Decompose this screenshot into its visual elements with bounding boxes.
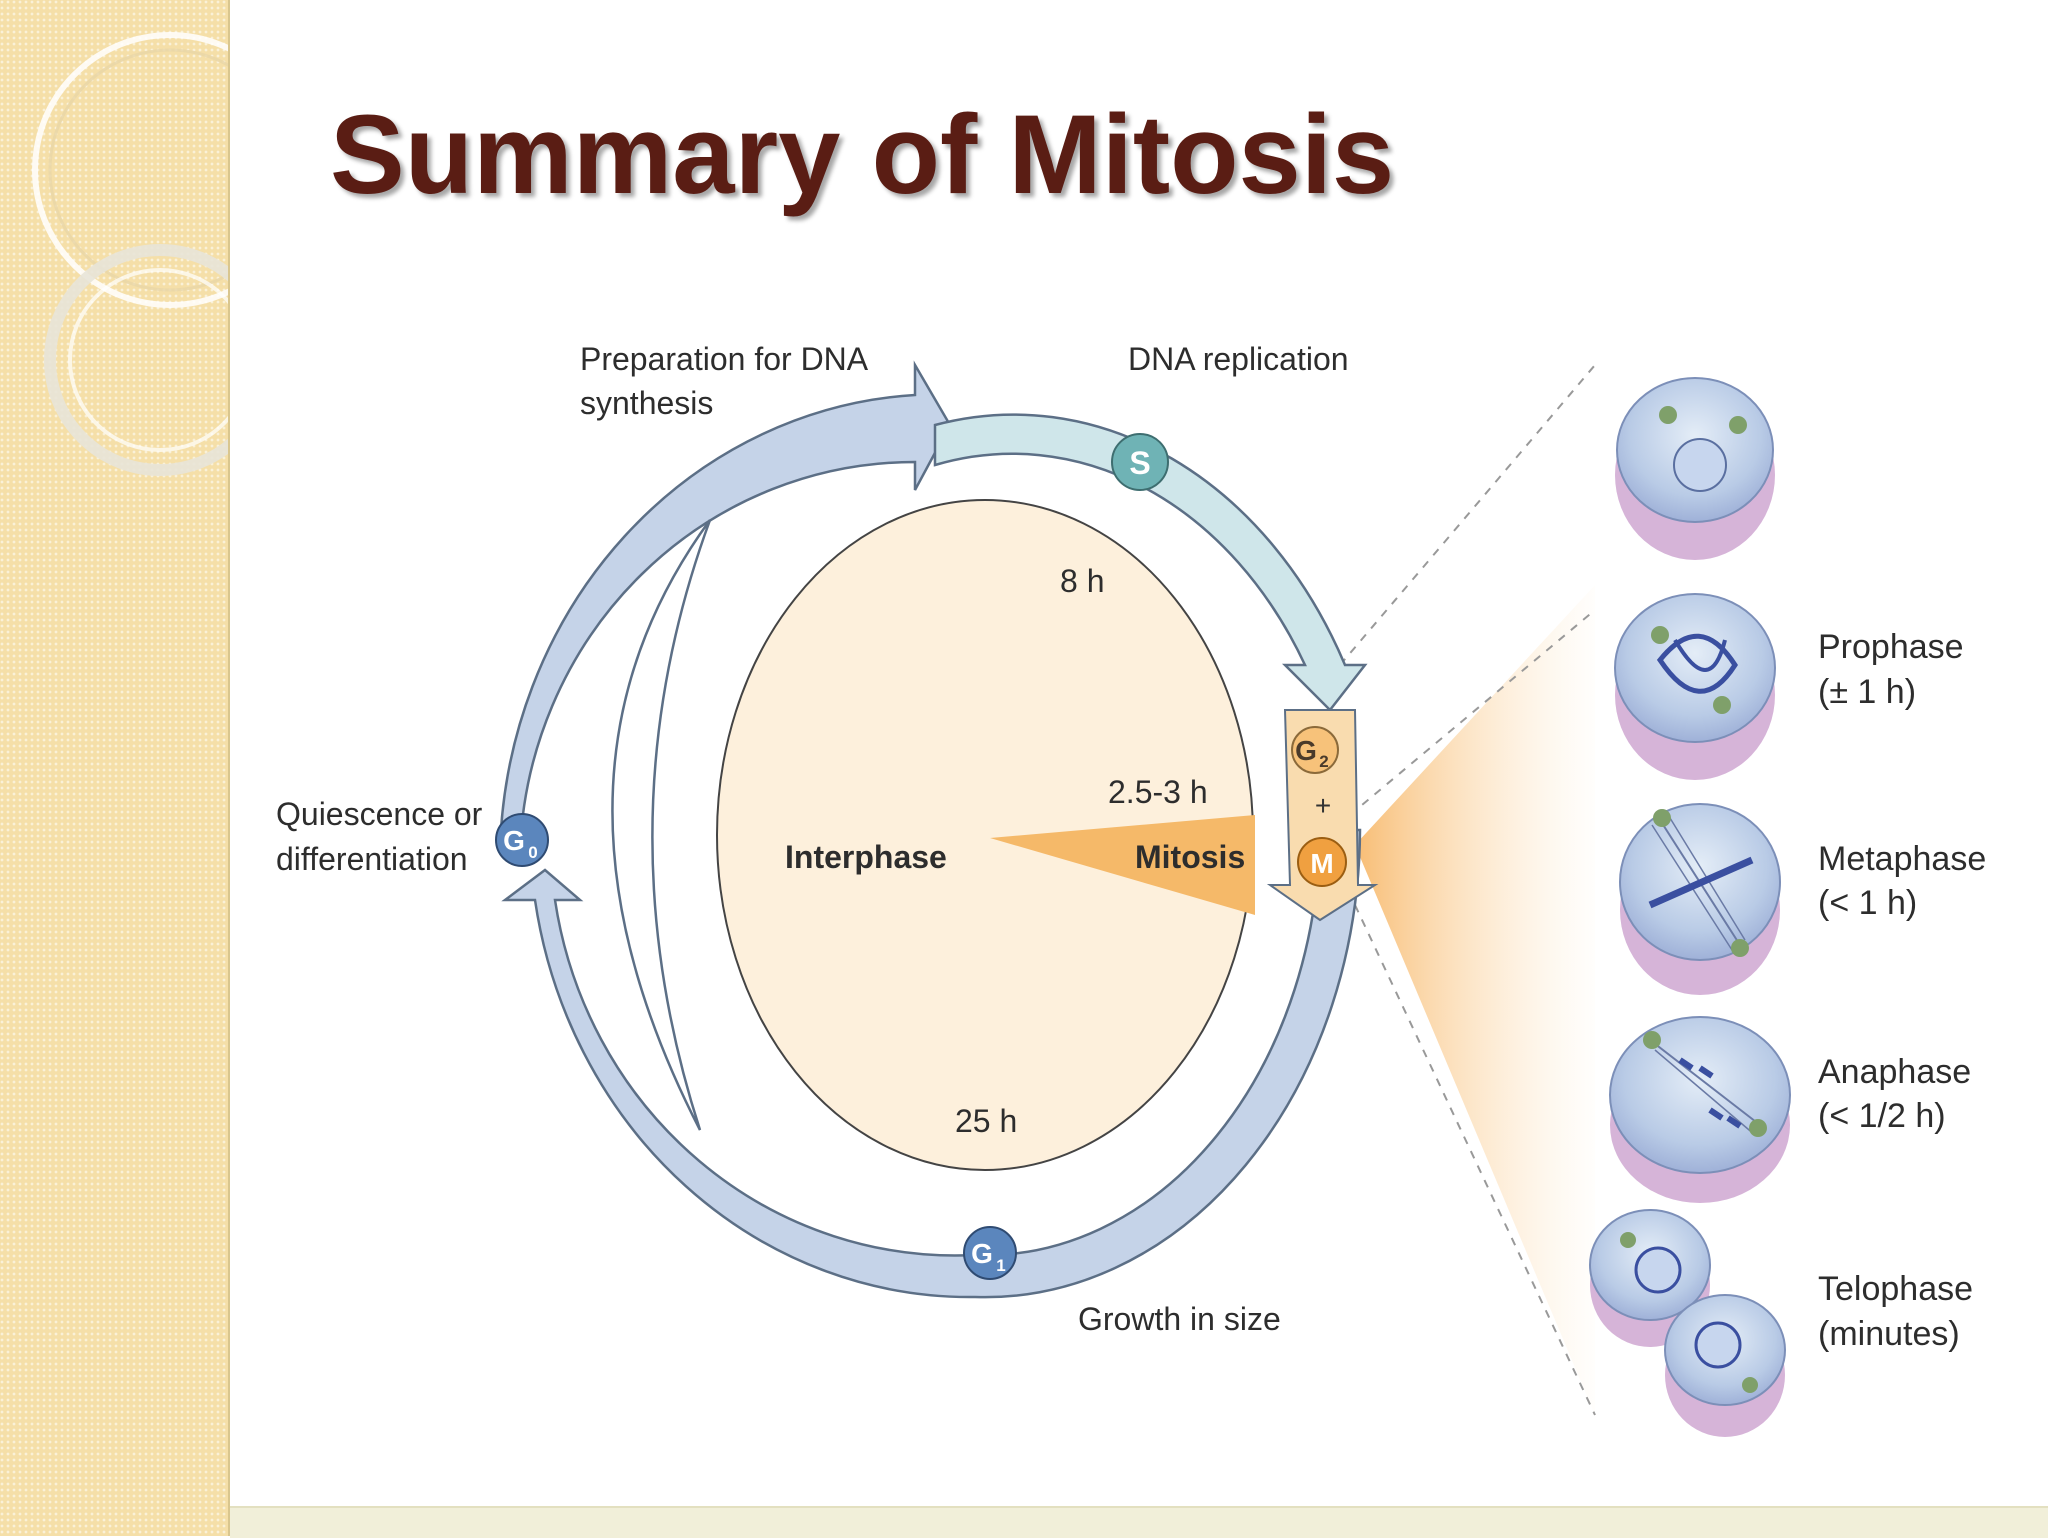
phase-label-telophase: Telophase [1818,1270,1973,1308]
plus-sign: + [1315,790,1331,821]
cell-prophase [1614,593,1776,780]
svg-text:M: M [1310,848,1333,879]
badge-m: M [1297,837,1347,887]
slide-title: Summary of Mitosis [330,92,1395,217]
label-duration-s: 8 h [1060,563,1104,599]
cell-anaphase [1609,1016,1791,1203]
label-quiescence-line1: Quiescence or [276,796,483,832]
svg-text:G: G [503,825,525,856]
badge-s: S [1111,433,1169,491]
g1-arrow-ring [501,828,1362,1299]
label-quiescence-line2: differentiation [276,841,468,877]
cell-early-prophase [1615,377,1775,560]
label-dna-replication: DNA replication [1128,341,1349,377]
label-growth-in-size: Growth in size [1078,1301,1281,1337]
decorative-rings [32,32,228,476]
decorative-left-strip [0,0,230,1536]
g0-arrow-upper [498,360,952,852]
svg-text:S: S [1129,445,1150,481]
badge-g0: G 0 [495,813,549,867]
phase-label-prophase: Prophase [1818,628,1964,666]
footer-bar [230,1506,2048,1538]
svg-text:G: G [971,1238,993,1269]
cell-telophase [1589,1209,1786,1437]
phase-duration-metaphase: (< 1 h) [1818,884,1917,922]
fan-dash-top [1339,364,1596,666]
phase-duration-anaphase: (< 1/2 h) [1818,1097,1946,1135]
g0-crescent [611,519,712,1131]
label-prep-dna-line1: Preparation for DNA [580,341,869,377]
label-prep-dna-line2: synthesis [580,385,713,421]
mitosis-expansion-fan [1355,585,1595,1415]
fan-dash-bottom [1354,904,1596,1416]
svg-text:2: 2 [1319,752,1328,771]
badge-g2: G 2 [1291,726,1339,774]
svg-text:G: G [1295,735,1317,766]
label-interphase: Interphase [785,839,947,875]
phase-label-anaphase: Anaphase [1818,1053,1971,1091]
label-duration-g1: 25 h [955,1103,1017,1139]
label-duration-g2: 2.5-3 h [1108,774,1208,810]
phase-duration-prophase: (± 1 h) [1818,673,1916,711]
svg-text:0: 0 [528,843,537,862]
badge-g1: G 1 [963,1226,1017,1280]
cell-cycle-diagram: S G 2 + M G 0 G 1 Preparation for DNA sy… [276,341,1986,1437]
label-mitosis: Mitosis [1135,839,1245,875]
svg-text:1: 1 [996,1256,1005,1275]
cell-metaphase [1619,803,1781,995]
phase-duration-telophase: (minutes) [1818,1315,1960,1353]
phase-label-metaphase: Metaphase [1818,840,1986,878]
mitosis-wedge [990,815,1255,915]
fan-dash-mid [1349,609,1596,816]
